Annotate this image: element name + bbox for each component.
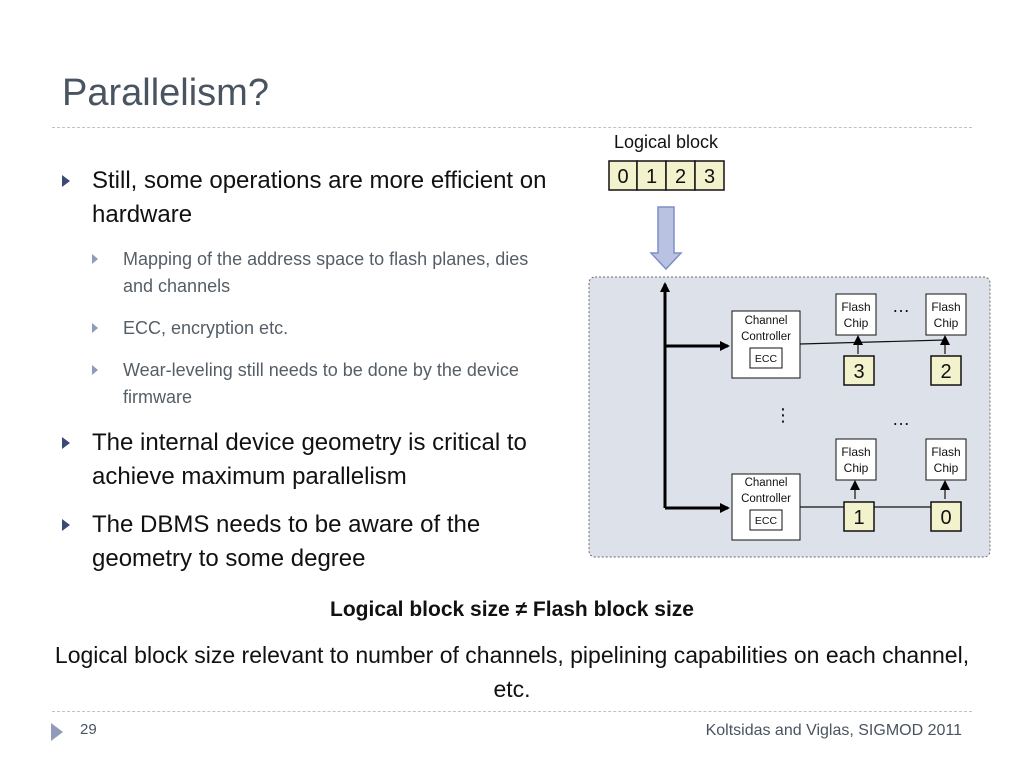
- flash-chip: Flash Chip: [925, 438, 967, 481]
- flash-geometry-diagram: Logical block 0 1 2 3 Channel Controller…: [588, 132, 991, 558]
- bullet-item: The internal device geometry is critical…: [62, 426, 552, 494]
- channel-controller-top: Channel Controller ECC: [731, 310, 801, 379]
- sub-bullet-item: Wear-leveling still needs to be done by …: [92, 357, 552, 411]
- bullet-item: The DBMS needs to be aware of the geomet…: [62, 508, 552, 576]
- ecc-box: [749, 347, 783, 369]
- page-number: 29: [80, 721, 97, 738]
- footer-citation: Koltsidas and Viglas, SIGMOD 2011: [705, 722, 962, 739]
- title-divider: [52, 127, 972, 128]
- flash-chip: Flash Chip: [835, 438, 877, 481]
- flash-chip-label-line2: Chip: [934, 316, 959, 330]
- ellipsis-vertical: ⋮: [774, 405, 792, 425]
- physical-block-label: 3: [853, 361, 864, 383]
- explanatory-note: Logical block size relevant to number of…: [54, 642, 970, 702]
- channel-line-top: [799, 339, 946, 345]
- ecc-label: ECC: [755, 353, 778, 365]
- ellipsis-horizontal: …: [892, 296, 910, 316]
- sub-bullet-text: ECC, encryption etc.: [123, 318, 289, 338]
- flash-chip-label-line1: Flash: [931, 445, 960, 459]
- footer-divider: [52, 711, 972, 712]
- bullet-arrow-icon: [62, 437, 70, 449]
- bullet-arrow-icon: [92, 323, 98, 333]
- slide-nav-arrow-icon: [51, 723, 63, 741]
- bullet-text: The DBMS needs to be aware of the geomet…: [92, 511, 481, 572]
- controller-label-line2: Controller: [741, 331, 791, 343]
- sub-bullet-item: Mapping of the address space to flash pl…: [92, 246, 552, 300]
- logical-cell: [636, 160, 667, 191]
- logical-block: 0 1 2 3: [608, 160, 725, 191]
- logical-block-label: Logical block: [614, 132, 719, 152]
- physical-block: [843, 355, 875, 386]
- channel-controller-bottom: Channel Controller ECC: [731, 473, 801, 541]
- flash-chip-label-line1: Flash: [841, 300, 870, 314]
- bullet-arrow-icon: [92, 254, 98, 264]
- sub-bullet-item: ECC, encryption etc.: [92, 315, 552, 342]
- physical-block-label: 0: [940, 507, 951, 529]
- physical-block: [930, 501, 962, 532]
- logical-cell-label: 3: [704, 166, 715, 188]
- physical-block: [843, 501, 875, 532]
- flash-chip-label-line2: Chip: [844, 316, 869, 330]
- bullet-arrow-icon: [62, 519, 70, 531]
- logical-cell-label: 2: [675, 166, 686, 188]
- logical-cell: [665, 160, 696, 191]
- flash-chip: Flash Chip: [835, 293, 877, 336]
- controller-label-line2: Controller: [741, 493, 791, 505]
- bullet-list: Still, some operations are more efficien…: [62, 164, 552, 590]
- bullet-arrow-icon: [62, 175, 70, 187]
- controller-label-line1: Channel: [745, 477, 788, 489]
- flash-chip-label-line2: Chip: [934, 461, 959, 475]
- physical-block-label: 2: [940, 361, 951, 383]
- flash-chip-label-line2: Chip: [844, 461, 869, 475]
- flash-chip: Flash Chip: [925, 293, 967, 336]
- sub-bullet-text: Mapping of the address space to flash pl…: [123, 249, 529, 296]
- slide-title: Parallelism?: [62, 72, 269, 114]
- logical-cell-label: 1: [646, 166, 657, 188]
- sub-bullet-text: Wear-leveling still needs to be done by …: [123, 360, 519, 407]
- ecc-label: ECC: [755, 515, 778, 527]
- logical-cell: [608, 160, 638, 191]
- bullet-text: Still, some operations are more efficien…: [92, 167, 547, 228]
- bullet-item: Still, some operations are more efficien…: [62, 164, 552, 232]
- key-statement: Logical block size ≠ Flash block size: [330, 598, 694, 621]
- ecc-box: [749, 509, 783, 531]
- controller-label-line1: Channel: [745, 315, 788, 327]
- physical-block-label: 1: [853, 507, 864, 529]
- ellipsis-horizontal: …: [892, 409, 910, 429]
- logical-cell: [694, 160, 725, 191]
- physical-block: [930, 355, 962, 386]
- bullet-arrow-icon: [92, 365, 98, 375]
- logical-cell-label: 0: [617, 166, 628, 188]
- flash-chip-label-line1: Flash: [931, 300, 960, 314]
- down-arrow-icon: [649, 206, 683, 271]
- flash-chip-label-line1: Flash: [841, 445, 870, 459]
- bullet-text: The internal device geometry is critical…: [92, 429, 527, 490]
